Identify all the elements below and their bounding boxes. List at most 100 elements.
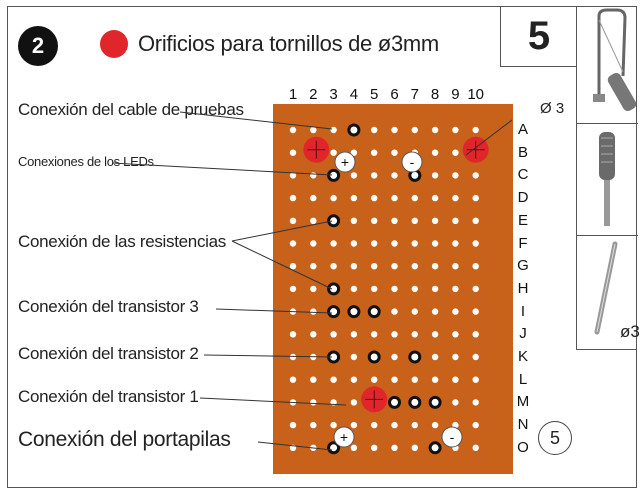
board-hole <box>431 331 439 338</box>
board-hole <box>391 444 398 451</box>
board-hole <box>452 263 459 270</box>
board-hole <box>310 399 317 406</box>
board-hole <box>330 331 337 338</box>
board-hole <box>289 217 297 224</box>
column-label: 8 <box>430 86 440 103</box>
row-label: E <box>517 211 528 229</box>
board-hole <box>330 421 337 429</box>
board-hole <box>411 376 418 383</box>
connection-hole <box>367 305 381 319</box>
board-hole <box>371 172 378 179</box>
svg-text:-: - <box>450 429 455 445</box>
leader-transistor3 <box>215 308 333 314</box>
leader-diameter <box>465 119 513 156</box>
board-hole <box>472 285 479 293</box>
row-label: I <box>520 302 526 320</box>
board-hole <box>350 285 358 293</box>
connection-hole <box>327 282 341 296</box>
board-hole <box>330 240 337 247</box>
leader-leds <box>111 162 333 176</box>
column-label: 7 <box>410 86 419 103</box>
board-hole <box>431 263 439 270</box>
board-hole <box>310 194 317 202</box>
row-label: J <box>519 325 527 343</box>
board-hole <box>431 285 439 293</box>
board-hole <box>289 331 297 338</box>
row-label: G <box>517 257 529 275</box>
board-hole <box>391 240 398 247</box>
board-hole <box>330 263 337 270</box>
board-hole <box>310 285 317 293</box>
leader-test-cable <box>179 111 333 130</box>
svg-text:+: + <box>341 154 349 170</box>
board-hole <box>371 126 378 134</box>
tools-panel <box>576 6 638 350</box>
board-hole <box>371 421 378 429</box>
connection-hole <box>408 395 422 409</box>
board-hole <box>411 308 418 315</box>
board-hole <box>452 285 459 293</box>
board-hole <box>289 194 297 202</box>
board-hole <box>330 194 337 202</box>
label-leds: Conexiones de los LEDs <box>18 154 154 169</box>
column-label: 1 <box>288 86 298 103</box>
board-hole <box>350 399 358 406</box>
board-hole <box>472 331 479 338</box>
column-label: 5 <box>370 86 379 103</box>
row-label: O <box>517 438 529 456</box>
board-hole <box>411 194 418 202</box>
board-hole <box>411 285 418 293</box>
board-hole <box>371 194 378 202</box>
svg-text:-: - <box>410 154 415 170</box>
column-label: 9 <box>451 86 460 103</box>
board-hole <box>289 126 297 134</box>
leader-battery <box>257 441 333 451</box>
tool-cell-saw <box>577 6 638 124</box>
tool-cell-drill <box>577 236 638 350</box>
row-label: L <box>518 370 528 388</box>
board-hole <box>411 331 418 338</box>
board-hole <box>310 263 317 270</box>
board-hole <box>452 194 459 202</box>
board-hole <box>310 217 317 224</box>
board-hole <box>289 285 297 293</box>
column-label: 10 <box>467 86 485 103</box>
row-label: N <box>517 416 529 434</box>
board-hole <box>452 217 459 224</box>
label-resistors: Conexión de las resistencias <box>18 232 226 251</box>
column-label: 2 <box>309 86 318 103</box>
circled-step-number: 5 <box>538 421 572 455</box>
label-battery: Conexión del portapilas <box>18 428 231 451</box>
screwdriver-icon <box>599 132 615 226</box>
board-hole <box>310 240 317 247</box>
column-label: 3 <box>329 86 338 103</box>
row-label: C <box>517 166 529 184</box>
label-transistor3: Conexión del transistor 3 <box>18 297 199 316</box>
row-label: F <box>518 234 528 252</box>
connection-hole <box>347 123 361 137</box>
board-hole <box>391 353 398 361</box>
drill-bit-icon <box>594 241 618 335</box>
board-hole <box>411 263 418 270</box>
row-label: K <box>517 348 528 365</box>
board-hole <box>431 421 439 429</box>
board-hole <box>431 126 439 134</box>
board-hole <box>431 194 439 202</box>
connection-hole <box>327 214 341 228</box>
board-hole <box>371 444 378 451</box>
board-hole <box>472 194 479 202</box>
board-hole <box>391 126 398 134</box>
board-hole <box>431 217 439 224</box>
row-label: B <box>517 143 528 161</box>
board-hole <box>350 194 358 202</box>
board-hole <box>411 126 418 134</box>
led-minus-marker: - <box>401 151 423 173</box>
tool-cell-screwdriver <box>577 124 638 236</box>
battery-minus-marker: - <box>441 426 463 448</box>
board-hole <box>452 240 459 247</box>
connection-hole <box>327 305 341 319</box>
screw-hole-legend-dot <box>100 30 128 58</box>
board-hole <box>371 331 378 338</box>
board-hole <box>310 331 317 338</box>
